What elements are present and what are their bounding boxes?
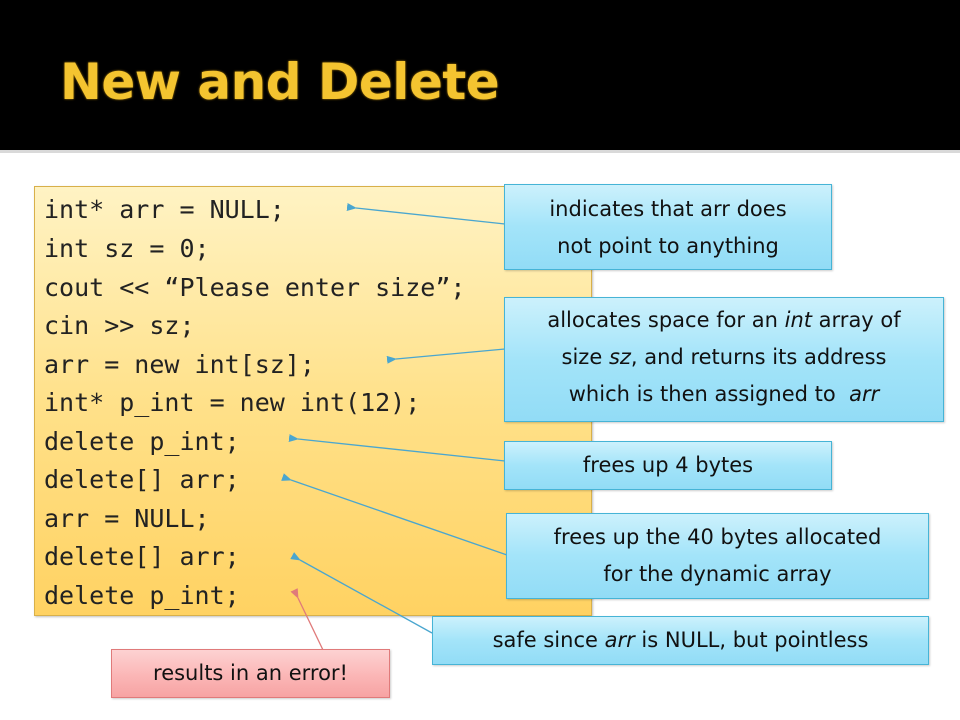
callout-line: which is then assigned to arr xyxy=(505,376,943,413)
callout-text: results in an error! xyxy=(153,661,348,685)
code-line: int* arr = NULL; xyxy=(44,195,285,224)
slide-title: New and Delete xyxy=(60,53,500,111)
title-divider xyxy=(0,150,960,153)
code-line: int sz = 0; xyxy=(44,234,210,263)
callout-line: size sz, and returns its address xyxy=(505,339,943,376)
callout-text: array of xyxy=(812,308,901,332)
code-line: cout << “Please enter size”; xyxy=(44,273,466,302)
callout-line: allocates space for an int array of xyxy=(505,302,943,339)
callout-emphasis: arr xyxy=(849,382,880,406)
title-bar: New and Delete xyxy=(0,0,960,150)
callout-safe: safe since arr is NULL, but pointless xyxy=(432,616,929,665)
callout-text: which is then assigned to xyxy=(568,382,850,406)
callout-allocate: allocates space for an int array of size… xyxy=(504,297,944,422)
callout-text: is NULL, but pointless xyxy=(634,628,869,652)
code-line: arr = new int[sz]; xyxy=(44,350,315,379)
code-line: arr = NULL; xyxy=(44,504,210,533)
callout-free-4-bytes: frees up 4 bytes xyxy=(504,441,832,490)
callout-text: safe since xyxy=(492,628,605,652)
callout-text: size xyxy=(561,345,609,369)
code-line: int* p_int = new int(12); xyxy=(44,388,421,417)
callout-text: frees up 4 bytes xyxy=(582,453,754,477)
code-line: delete[] arr; xyxy=(44,542,240,571)
callout-emphasis: sz xyxy=(608,345,631,369)
code-line: cin >> sz; xyxy=(44,311,195,340)
callout-null: indicates that arr does not point to any… xyxy=(504,184,832,270)
callout-text: indicates that arr does xyxy=(549,197,787,221)
callout-text: frees up the 40 bytes allocated xyxy=(553,525,882,549)
callout-emphasis: int xyxy=(784,308,812,332)
callout-text: allocates space for an xyxy=(547,308,785,332)
callout-error: results in an error! xyxy=(111,649,390,698)
callout-text: not point to anything xyxy=(557,234,779,258)
callout-text: , and returns its address xyxy=(630,345,887,369)
code-line: delete[] arr; xyxy=(44,465,240,494)
code-line: delete p_int; xyxy=(44,427,240,456)
callout-emphasis: arr xyxy=(604,628,635,652)
callout-free-40-bytes: frees up the 40 bytes allocated for the … xyxy=(506,513,929,599)
callout-text: for the dynamic array xyxy=(603,562,832,586)
code-line: delete p_int; xyxy=(44,581,240,610)
